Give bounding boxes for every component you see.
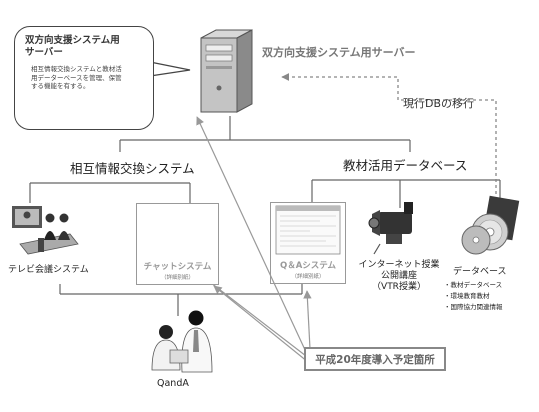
chat-system-title: チャットシステム	[143, 262, 212, 272]
server-title: 双方向支援システム用サーバー	[262, 46, 416, 59]
people-icon	[151, 310, 213, 373]
dvd-discs-icon	[461, 195, 520, 255]
server-tower-icon	[200, 29, 253, 113]
database-items: ・教材データベース ・環境教育教材 ・国際協力関連情報	[444, 280, 503, 313]
chat-system-box: チャットシステム （詳細別紙）	[136, 203, 219, 285]
section-heading-right: 教材活用データベース	[343, 158, 468, 173]
qa-system-title: Q＆Aシステム	[279, 261, 337, 271]
qanda-label: QandA	[157, 378, 189, 389]
callout-body: 相互情報交換システムと教材活 用データーベースを管理、保管 する機能を有する。	[31, 65, 122, 90]
document-screen-icon	[275, 205, 341, 255]
database-item: ・環境教育教材	[444, 292, 490, 300]
tv-conference-label: テレビ会議システム	[8, 265, 89, 275]
chat-system-sub: （詳細別紙）	[160, 275, 194, 281]
planned-label-box: 平成20年度導入予定箇所	[304, 347, 446, 371]
migration-label: 現行DBの移行	[403, 97, 475, 110]
database-item: ・国際協力関連情報	[444, 303, 503, 311]
callout-pointer	[149, 61, 191, 77]
database-item: ・教材データベース	[444, 281, 503, 289]
internet-class-label: インターネット授業 公開講座 （VTR授業）	[358, 260, 440, 292]
migration-arrow	[281, 73, 497, 200]
section-heading-left: 相互情報交換システム	[70, 161, 195, 176]
callout-title: 双方向支援システム用 サーバー	[25, 35, 120, 58]
server-description-callout: 双方向支援システム用 サーバー 相互情報交換システムと教材活 用データーベースを…	[14, 26, 154, 130]
video-camera-icon	[368, 202, 413, 255]
video-conference-icon	[12, 206, 79, 255]
qa-system-sub: （詳細別紙）	[291, 274, 325, 280]
database-label: データベース	[453, 267, 507, 277]
qa-system-box: Q＆Aシステム （詳細別紙）	[270, 202, 346, 284]
